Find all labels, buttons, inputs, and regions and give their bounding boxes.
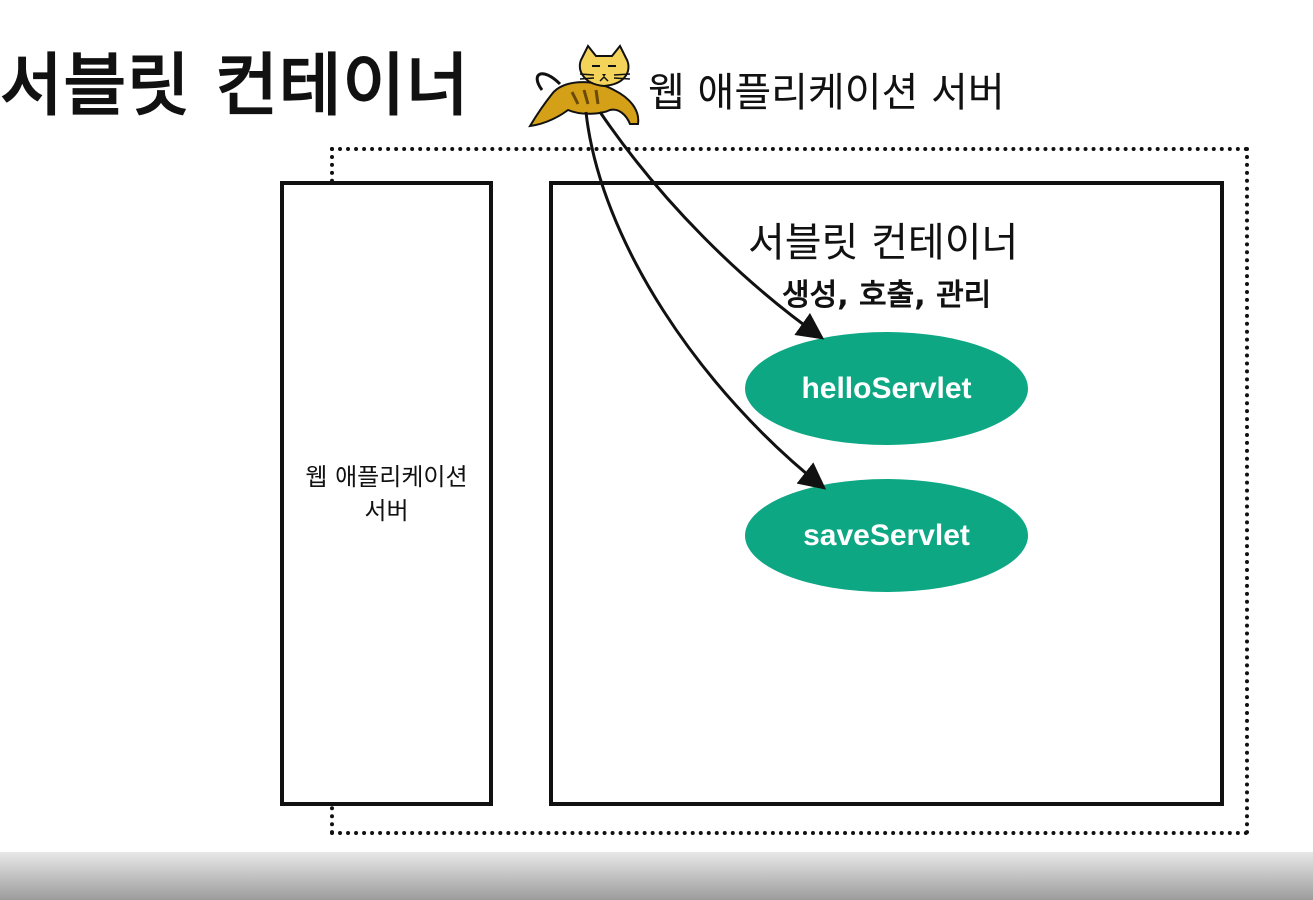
page-title: 서블릿 컨테이너 <box>0 47 470 126</box>
hello-servlet-node: helloServlet <box>745 332 1028 445</box>
servlet-container-box <box>549 181 1224 806</box>
server-label: 웹 애플리케이션 서버 <box>648 70 1005 116</box>
container-title: 서블릿 컨테이너 <box>748 220 1019 266</box>
was-box-label: 웹 애플리케이션 서버 <box>292 460 482 528</box>
was-box-label-line2: 서버 <box>364 496 409 525</box>
footer-band <box>0 852 1313 900</box>
container-subtitle: 생성, 호출, 관리 <box>782 278 992 313</box>
tomcat-cat-icon <box>528 44 640 128</box>
web-application-server-box: 웹 애플리케이션 서버 <box>280 181 493 806</box>
save-servlet-node: saveServlet <box>745 479 1028 592</box>
was-box-label-line1: 웹 애플리케이션 <box>305 462 468 491</box>
